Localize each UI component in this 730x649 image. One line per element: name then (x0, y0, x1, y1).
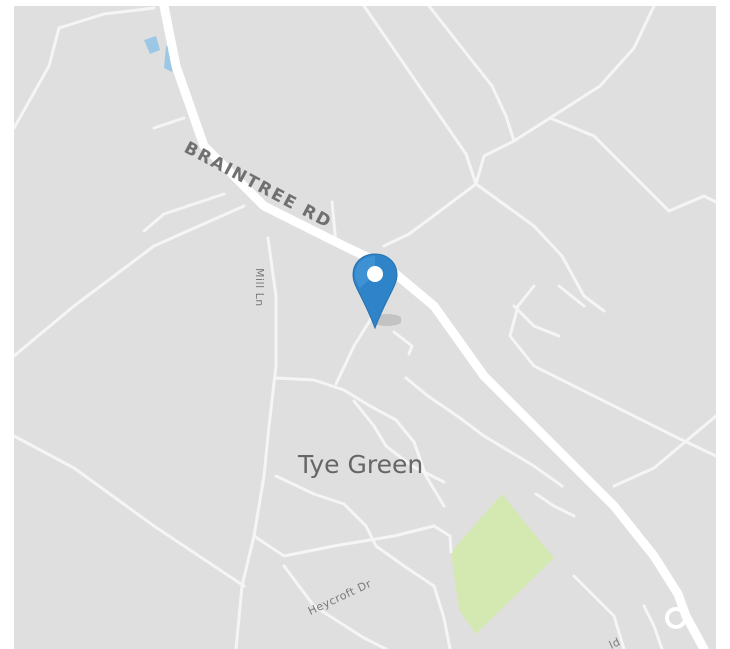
minor-roads (14, 6, 716, 649)
pond (144, 36, 160, 54)
roundabout (665, 607, 687, 629)
marker-highlight (355, 256, 375, 288)
main-road (159, 6, 709, 649)
map-tiles[interactable] (14, 6, 716, 649)
map-viewport[interactable]: BRAINTREE RD Mill Ln Tye Green Heycroft … (14, 6, 716, 649)
road-label-mill-lane: Mill Ln (253, 268, 266, 307)
place-label-town: Tye Green (298, 450, 424, 479)
park-area (451, 494, 554, 634)
marker-dot (367, 266, 383, 282)
map-pin-icon[interactable] (349, 250, 401, 332)
